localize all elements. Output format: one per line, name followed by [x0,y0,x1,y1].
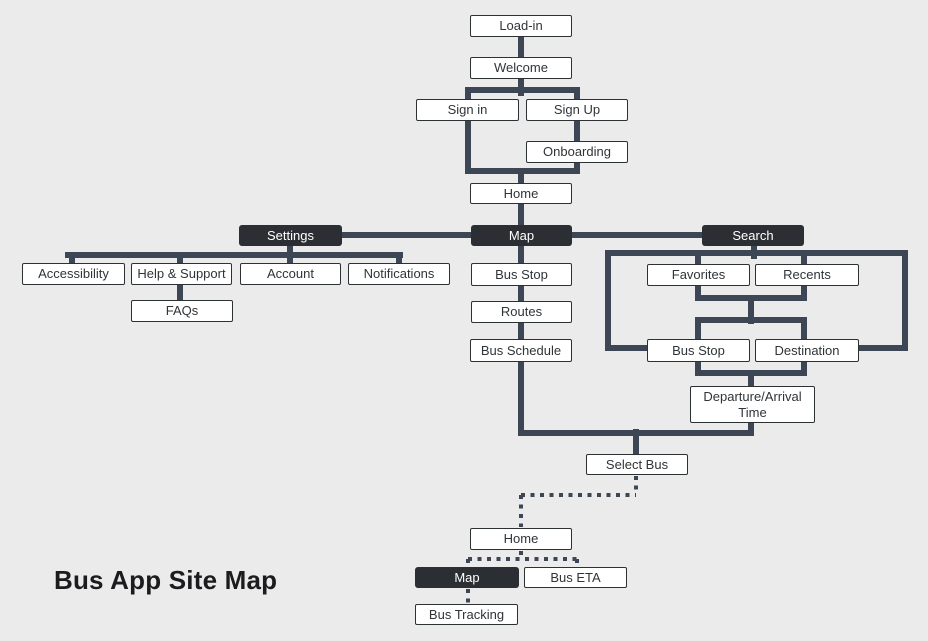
node-label: Favorites [671,267,726,283]
node-load-in: Load-in [470,15,572,37]
diagram-title: Bus App Site Map [54,565,278,595]
node-bus-stop-search: Bus Stop [647,339,750,362]
node-label: Departure/Arrival Time [703,388,802,420]
node-departure-arrival: Departure/Arrival Time [690,386,815,423]
node-label: Home [503,185,539,201]
node-bus-eta: Bus ETA [524,567,627,588]
node-notifications: Notifications [348,263,450,285]
node-label: Select Bus [605,456,669,472]
node-label: Routes [500,304,543,320]
node-label: Bus Schedule [480,342,562,358]
node-label: Home [503,531,539,547]
node-search: Search [702,225,804,246]
node-label: Destination [774,342,840,358]
node-label: Recents [783,267,831,283]
node-label: Help & Support [137,266,226,282]
node-label: Load-in [499,18,543,34]
node-routes: Routes [471,301,572,323]
node-label: Onboarding [543,144,611,160]
node-help-support: Help & Support [131,263,232,285]
node-label: Settings [267,227,314,243]
node-onboarding: Onboarding [526,141,628,163]
node-label: Sign in [447,102,488,118]
node-bus-tracking: Bus Tracking [415,604,518,625]
node-label: Bus Tracking [428,606,505,622]
node-recents: Recents [755,264,859,286]
node-label: Notifications [363,266,435,282]
node-welcome: Welcome [470,57,572,79]
node-favorites: Favorites [647,264,750,286]
node-label: Map [454,569,480,585]
node-bus-schedule: Bus Schedule [470,339,572,362]
node-label: FAQs [165,303,199,319]
node-label: Map [508,227,535,243]
node-destination: Destination [755,339,859,362]
node-label: Bus Stop [495,266,548,282]
node-home-1: Home [470,183,572,204]
node-label: Account [267,266,314,282]
node-label: Search [732,227,774,243]
node-label: Sign Up [553,102,601,118]
node-map-2: Map [415,567,519,588]
node-home-2: Home [470,528,572,550]
node-select-bus: Select Bus [586,454,688,475]
node-label: Welcome [494,60,548,76]
node-accessibility: Accessibility [22,263,125,285]
node-sign-in: Sign in [416,99,519,121]
node-settings: Settings [239,225,342,246]
node-map-1: Map [471,225,572,246]
node-label: Bus Stop [672,342,725,358]
node-account: Account [240,263,341,285]
node-sign-up: Sign Up [526,99,628,121]
node-label: Accessibility [38,266,109,282]
node-label: Bus ETA [550,569,601,585]
node-bus-stop-map: Bus Stop [471,263,572,286]
node-faqs: FAQs [131,300,233,322]
